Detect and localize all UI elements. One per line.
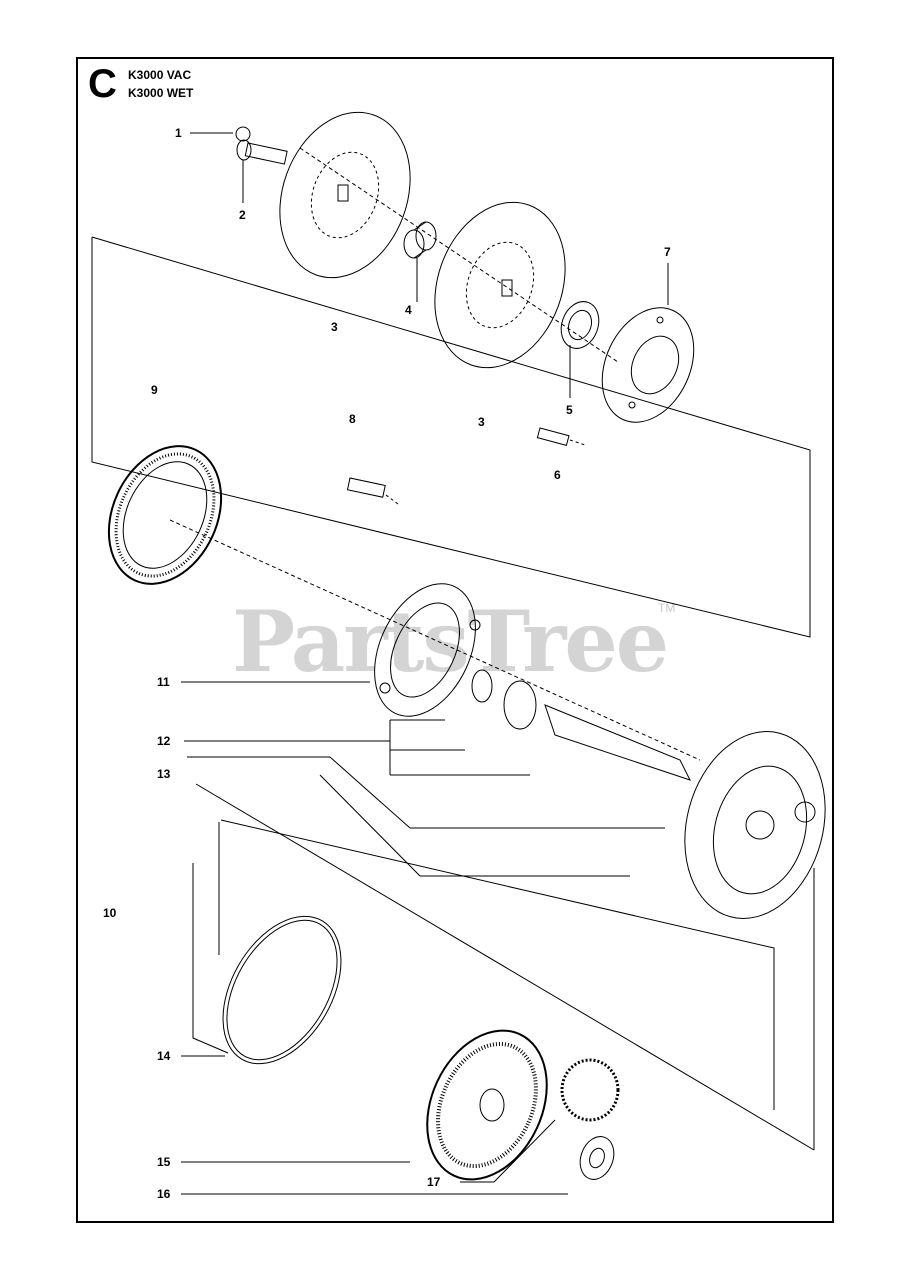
section-letter: C bbox=[88, 62, 117, 106]
part-11-gasket-ring[interactable] bbox=[355, 568, 496, 733]
callout-8: 8 bbox=[349, 412, 356, 426]
part-9-bevel-gear[interactable] bbox=[87, 428, 242, 602]
callout-1: 1 bbox=[175, 126, 182, 140]
part-12-bearings-shaft[interactable] bbox=[471, 669, 691, 781]
part-7-cover-plate[interactable] bbox=[585, 293, 712, 437]
part-3-flange-disc-inner[interactable] bbox=[413, 184, 588, 386]
part-15-crown-gear[interactable] bbox=[404, 1011, 570, 1199]
callout-2: 2 bbox=[239, 208, 246, 222]
callout-15: 15 bbox=[157, 1155, 171, 1169]
part-2-washer[interactable] bbox=[236, 139, 252, 161]
part-8-bolt[interactable] bbox=[346, 477, 399, 505]
callout-12: 12 bbox=[157, 734, 171, 748]
callout-5: 5 bbox=[566, 403, 573, 417]
watermark: PartsTree bbox=[232, 592, 669, 691]
part-3-flange-disc-outer[interactable] bbox=[258, 94, 433, 296]
callout-14: 14 bbox=[157, 1049, 171, 1063]
callout-16: 16 bbox=[157, 1187, 171, 1201]
part-1-bolt[interactable] bbox=[235, 126, 288, 165]
callout-4: 4 bbox=[405, 303, 412, 317]
model-label-vac: K3000 VAC bbox=[128, 68, 192, 82]
callout-7: 7 bbox=[664, 245, 671, 259]
part-13-housing[interactable] bbox=[665, 716, 846, 935]
callout-9: 9 bbox=[151, 383, 158, 397]
diagram-frame bbox=[76, 57, 834, 1223]
callout-10: 10 bbox=[103, 906, 117, 920]
part-14-gasket[interactable] bbox=[199, 896, 366, 1085]
leader-lines bbox=[91, 132, 815, 1195]
callout-6: 6 bbox=[554, 468, 561, 482]
watermark-trademark: TM bbox=[658, 601, 676, 615]
part-6-screw[interactable] bbox=[536, 427, 586, 447]
part-4-bushing[interactable] bbox=[403, 221, 437, 259]
part-5-seal-ring[interactable] bbox=[555, 296, 605, 353]
part-17-pinion[interactable] bbox=[560, 1058, 620, 1122]
callout-13: 13 bbox=[157, 767, 171, 781]
callout-3: 3 bbox=[478, 415, 485, 429]
part-16-bearing[interactable] bbox=[574, 1132, 619, 1184]
callout-17: 17 bbox=[427, 1175, 441, 1189]
model-label-wet: K3000 WET bbox=[128, 86, 194, 100]
callout-3: 3 bbox=[331, 320, 338, 334]
callout-11: 11 bbox=[157, 675, 170, 689]
